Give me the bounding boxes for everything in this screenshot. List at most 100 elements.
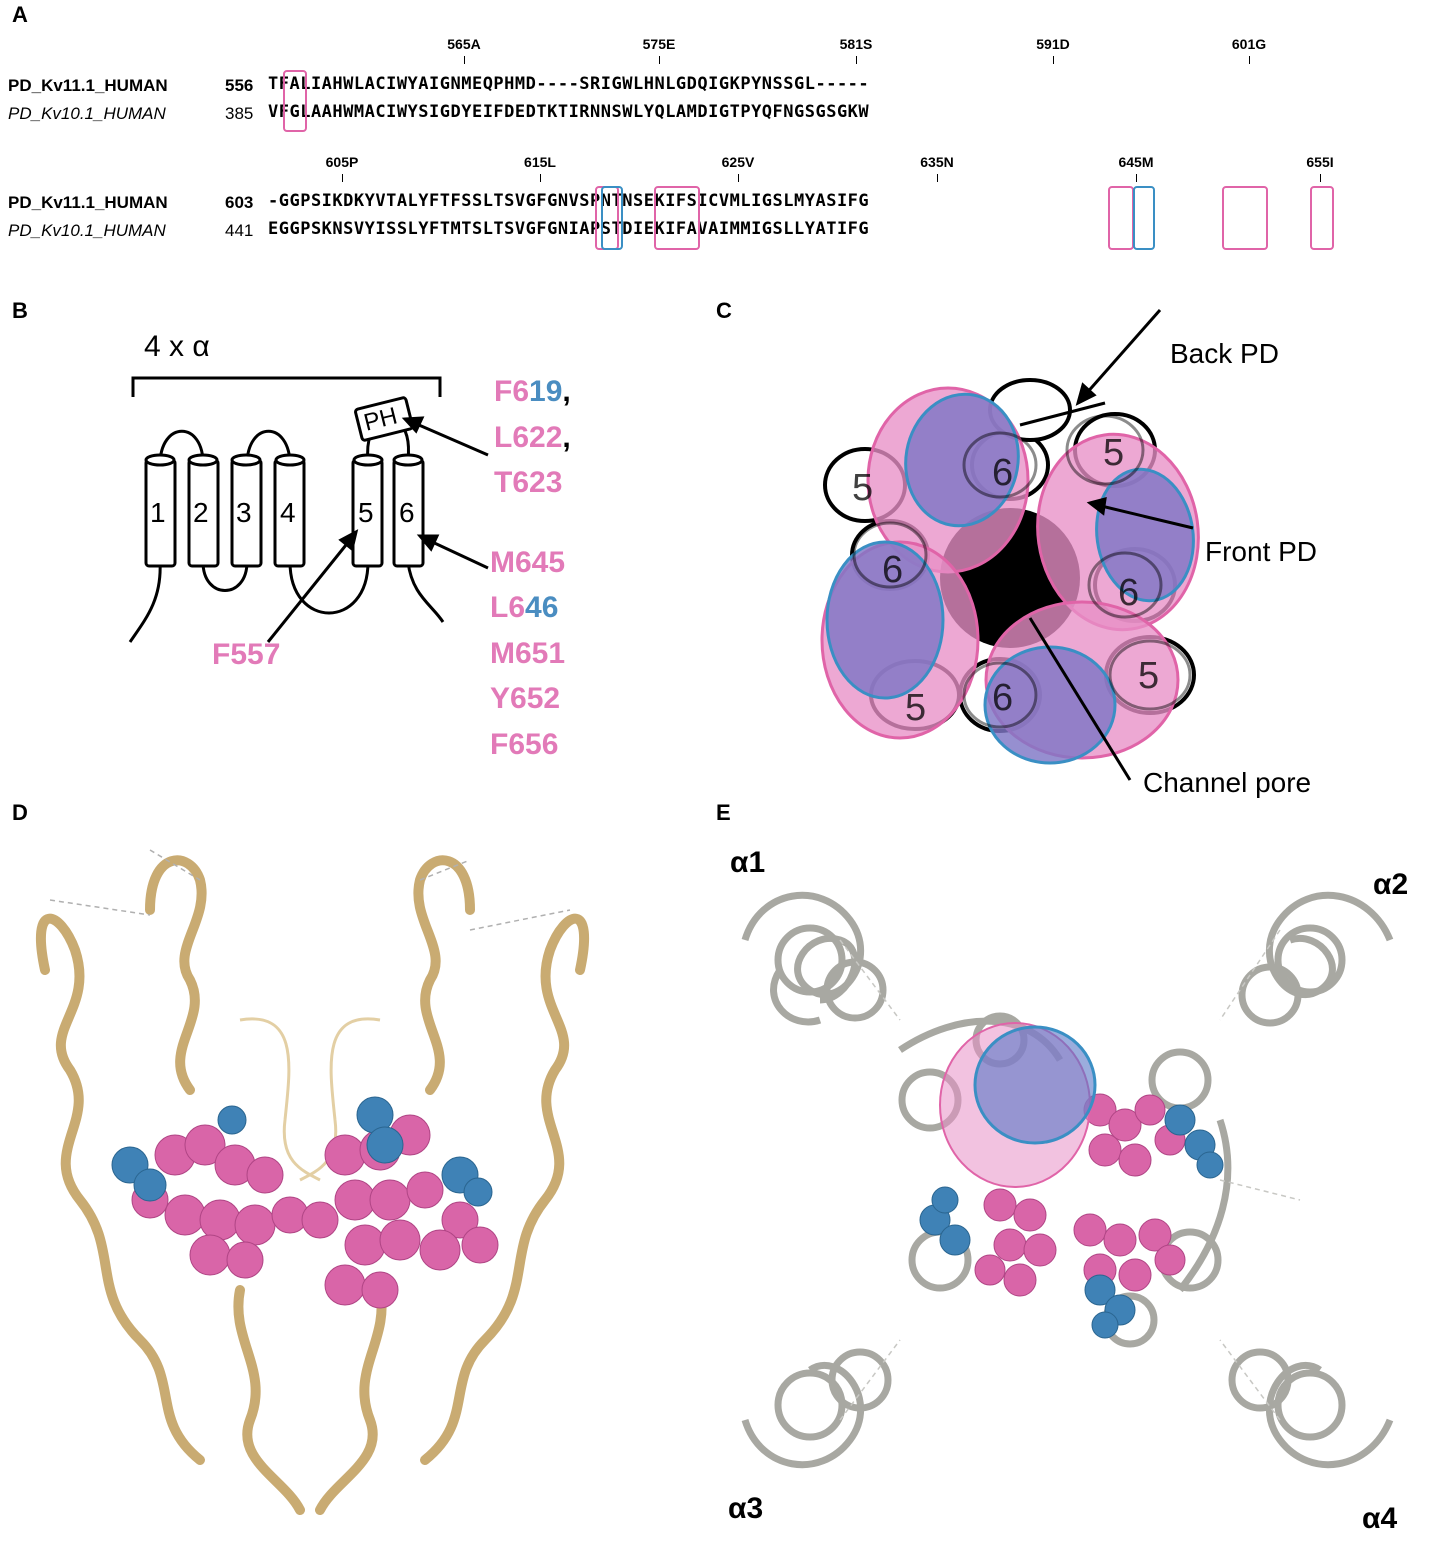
highlight-box-blue xyxy=(601,186,623,250)
helix-digit: 5 xyxy=(905,687,926,729)
helix-label: 3 xyxy=(236,497,252,528)
tick-mark xyxy=(1053,56,1054,64)
highlight-box xyxy=(1310,186,1334,250)
side-view-structure xyxy=(36,849,589,1515)
residue-label: Y652 xyxy=(490,682,561,715)
pocket-ellipse xyxy=(983,645,1117,765)
residue-label: F656 xyxy=(490,728,559,761)
topology-diagram xyxy=(128,376,489,643)
seq-residues: VFGLAAHWMACIWYSIGDYEIFDEDTKTIRNNSWLYQLAM… xyxy=(268,102,870,122)
helix-label: 2 xyxy=(193,497,209,528)
ribbon xyxy=(315,1285,387,1515)
subunit-label: α2 xyxy=(1373,868,1409,901)
seq-residues: EGGPSKNSVYISSLYFTMTSLTSVGFGNIAPSTDIEKIFA… xyxy=(268,219,870,239)
residue-label: M645 xyxy=(490,546,566,579)
tick-mark xyxy=(540,174,541,182)
pink-residue-spheres xyxy=(131,1114,499,1309)
tick-label: 625V xyxy=(721,154,755,170)
ribbon xyxy=(741,1348,892,1469)
back-pd-label: Back PD xyxy=(1170,338,1279,369)
pore-schematic: 5 6 6 5 6 5 5 6 xyxy=(820,309,1200,781)
helix-label: 1 xyxy=(150,497,166,528)
ribbon xyxy=(1228,1348,1394,1469)
pocket-ellipse xyxy=(825,540,945,700)
pocket-ellipse xyxy=(904,392,1020,528)
tick-label: 635N xyxy=(920,154,954,170)
ribbon xyxy=(145,855,207,1095)
ribbon xyxy=(1238,891,1394,1027)
blue-residue-spheres xyxy=(919,1104,1224,1339)
panel-letter-a: A xyxy=(12,2,28,27)
tick-label: 575E xyxy=(642,36,676,52)
pink-residue-spheres xyxy=(974,1093,1186,1297)
tick-label: 565A xyxy=(447,36,481,52)
tick-label: 615L xyxy=(524,154,556,170)
tick-mark xyxy=(464,56,465,64)
tick-mark xyxy=(1136,174,1137,182)
residue-label: F557 xyxy=(212,638,281,671)
subunit-label: α1 xyxy=(730,846,766,879)
tick-mark xyxy=(659,56,660,64)
seq-start-num: 556 xyxy=(225,76,254,95)
tick-label: 601G xyxy=(1231,36,1267,52)
helix-digit: 5 xyxy=(1138,655,1159,697)
blue-residue-spheres xyxy=(111,1096,493,1207)
subunit-label: α3 xyxy=(728,1492,764,1525)
panel-letter-d: D xyxy=(12,800,28,825)
seq-residues: -GGPSIKDKYVTALYFTFSSLTSVGFGNVSPNTNSEKIFS… xyxy=(268,191,870,211)
highlight-pocket xyxy=(973,1025,1097,1145)
tick-label: 591D xyxy=(1036,36,1070,52)
helix-digit: 6 xyxy=(992,677,1013,719)
seq-start-num: 441 xyxy=(225,221,254,240)
channel-pore-label: Channel pore xyxy=(1143,767,1312,798)
seq-name-kv11: PD_Kv11.1_HUMAN xyxy=(8,76,168,95)
residue-label: M651 xyxy=(490,637,566,670)
panel-letter-b: B xyxy=(12,298,28,323)
ribbon xyxy=(36,913,205,1465)
ribbon xyxy=(741,891,887,1026)
highlight-box xyxy=(1222,186,1268,250)
highlight-box xyxy=(1108,186,1134,250)
helix-label: 5 xyxy=(358,497,374,528)
tetramer-bracket xyxy=(131,376,442,397)
helix-digit: 6 xyxy=(992,452,1013,494)
seq-start-num: 603 xyxy=(225,193,254,212)
panel-letter-c: C xyxy=(716,298,732,323)
tick-mark xyxy=(738,174,739,182)
subunit-label: α4 xyxy=(1362,1502,1398,1535)
tick-mark xyxy=(342,174,343,182)
ribbon xyxy=(233,1285,305,1515)
tick-mark xyxy=(1320,174,1321,182)
tick-label: 581S xyxy=(839,36,873,52)
ribbon xyxy=(413,855,475,1095)
pore-helix-box xyxy=(354,396,414,442)
residue-label: F619, xyxy=(494,375,571,408)
highlight-box xyxy=(283,70,307,132)
seq-residues: TFALIAHWLACIWYAIGNMEQPHMD----SRIGWLHNLGD… xyxy=(268,74,870,94)
front-pd-label: Front PD xyxy=(1205,536,1318,567)
ribbon xyxy=(420,913,589,1465)
highlight-box xyxy=(654,186,700,250)
residue-label: L646 xyxy=(490,591,559,624)
helix-label: 4 xyxy=(280,497,296,528)
tick-mark xyxy=(1249,56,1250,64)
helix-digit: 5 xyxy=(852,467,873,509)
tick-label: 645M xyxy=(1118,154,1154,170)
residue-label: T623 xyxy=(494,466,563,499)
seq-start-num: 385 xyxy=(225,104,254,123)
helix-digit: 5 xyxy=(1103,432,1124,474)
tick-mark xyxy=(937,174,938,182)
seq-name-kv10: PD_Kv10.1_HUMAN xyxy=(8,104,166,123)
tetramer-label: 4 x α xyxy=(144,330,210,363)
helix-digit: 6 xyxy=(1118,572,1139,614)
helix-label: 6 xyxy=(399,497,415,528)
panel-letter-e: E xyxy=(716,800,731,825)
tick-label: 605P xyxy=(325,154,359,170)
tick-mark xyxy=(856,56,857,64)
residue-label: L622, xyxy=(494,421,571,454)
highlight-box-blue xyxy=(1133,186,1155,250)
seq-name-kv11: PD_Kv11.1_HUMAN xyxy=(8,193,168,212)
seq-name-kv10: PD_Kv10.1_HUMAN xyxy=(8,221,166,240)
helix-digit: 6 xyxy=(882,549,903,591)
top-view-structure xyxy=(741,891,1394,1469)
